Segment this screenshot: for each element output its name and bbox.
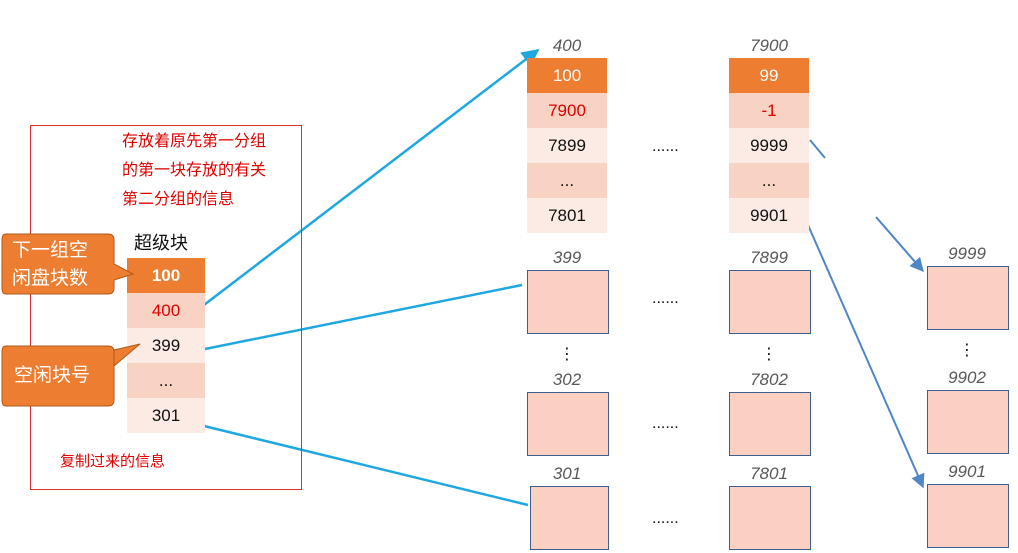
block-label: 301 bbox=[552, 464, 582, 483]
block-label: 7802 bbox=[750, 370, 788, 389]
block-label: 7899 bbox=[750, 248, 788, 267]
note-line: 存放着原先第一分组 bbox=[122, 131, 267, 150]
vertical-dots: ⋮ bbox=[559, 344, 575, 363]
dots-group-row: ...... bbox=[652, 138, 679, 155]
block-label: 9901 bbox=[948, 462, 986, 481]
copied-region-frame bbox=[30, 125, 302, 490]
group2-cell: 9999 bbox=[729, 128, 809, 163]
line-399-to-block bbox=[199, 283, 523, 352]
superblock-cell: 399 bbox=[127, 328, 205, 363]
superblock-cell: ... bbox=[127, 363, 205, 398]
arrow-400-to-group bbox=[199, 48, 540, 309]
disk-block bbox=[729, 392, 811, 456]
note-line: 的第一块存放的有关 bbox=[122, 160, 267, 179]
superblock-count-cell: 100 bbox=[127, 258, 205, 293]
dots-row: ...... bbox=[652, 290, 679, 307]
vertical-dots: ⋮ bbox=[959, 340, 975, 359]
disk-block bbox=[927, 266, 1009, 330]
superblock-footer: 复制过来的信息 bbox=[60, 452, 166, 470]
group1-count-cell: 100 bbox=[527, 58, 607, 93]
block-label: 7801 bbox=[750, 464, 788, 483]
group1-cell: 7801 bbox=[527, 198, 607, 233]
arrow-9999-to-block bbox=[875, 216, 924, 273]
callout-line: 下一组空 bbox=[12, 239, 89, 261]
callout-line: 闲盘块数 bbox=[12, 267, 89, 289]
arrow-9901-to-block bbox=[807, 224, 925, 489]
group2-cell: -1 bbox=[729, 93, 809, 128]
line-301-to-block bbox=[199, 423, 529, 507]
disk-block bbox=[729, 270, 811, 334]
block-label: 399 bbox=[552, 248, 582, 267]
group1-cell: 7900 bbox=[527, 93, 607, 128]
disk-block bbox=[527, 392, 609, 456]
disk-block bbox=[927, 484, 1009, 548]
disk-block bbox=[927, 390, 1009, 454]
callout-next-group: 下一组空 闲盘块数 bbox=[12, 236, 88, 292]
group2-count-cell: 99 bbox=[729, 58, 809, 93]
superblock-cell: 301 bbox=[127, 398, 205, 433]
superblock-title: 超级块 bbox=[134, 233, 188, 254]
dots-row: ...... bbox=[652, 415, 679, 432]
group1-label: 400 bbox=[552, 36, 582, 55]
callout-free-block: 空闲块号 bbox=[14, 364, 91, 386]
dots-row: ...... bbox=[652, 510, 679, 527]
group2-cell: ... bbox=[729, 163, 809, 198]
note-text: 存放着原先第一分组 的第一块存放的有关 第二分组的信息 bbox=[122, 126, 266, 213]
block-label: 9902 bbox=[948, 368, 986, 387]
group1-cell: ... bbox=[527, 163, 607, 198]
group2-label: 7900 bbox=[750, 36, 788, 55]
disk-block bbox=[527, 270, 609, 334]
vertical-dots: ⋮ bbox=[761, 344, 777, 363]
callout-next-group-shape bbox=[1, 233, 135, 295]
line-9999-stub bbox=[809, 139, 826, 159]
note-line: 第二分组的信息 bbox=[122, 189, 235, 208]
group1-cell: 7899 bbox=[527, 128, 607, 163]
superblock-cell: 400 bbox=[127, 293, 205, 328]
group2-cell: 9901 bbox=[729, 198, 809, 233]
block-label: 302 bbox=[552, 370, 582, 389]
disk-block bbox=[530, 486, 609, 550]
callout-free-block-shape bbox=[1, 343, 141, 407]
block-label: 9999 bbox=[948, 244, 986, 263]
disk-block bbox=[729, 486, 811, 550]
